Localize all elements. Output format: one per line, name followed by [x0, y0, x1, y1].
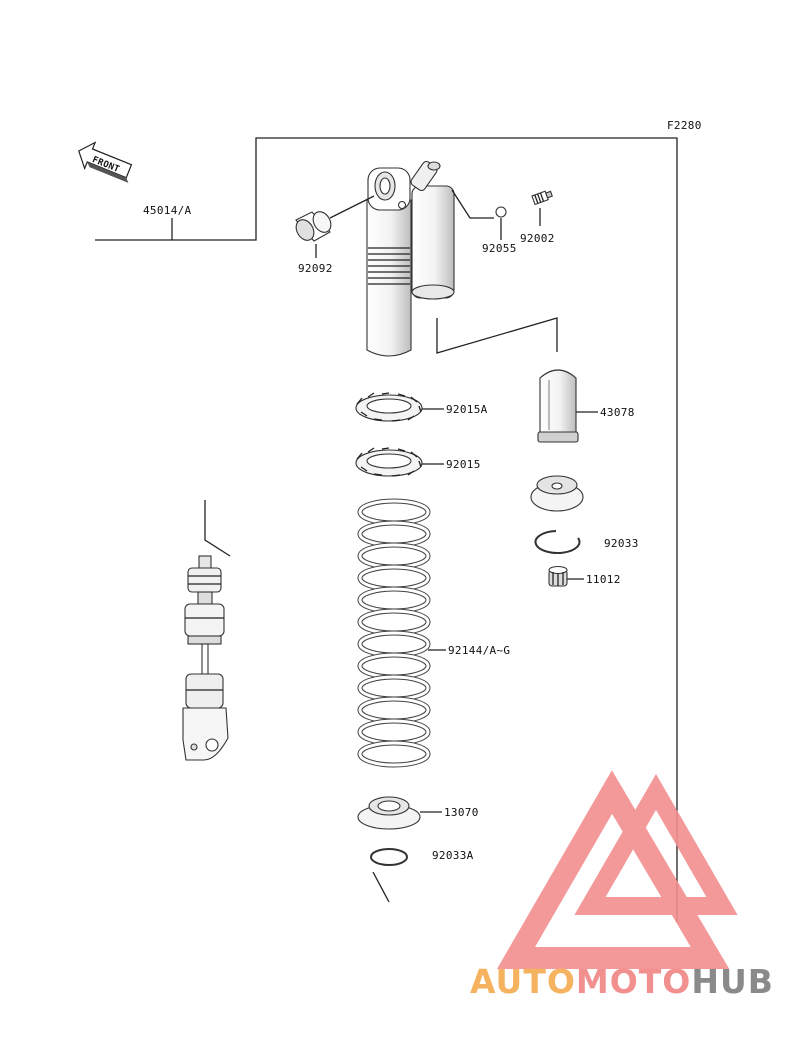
label-43078: 43078 [600, 406, 635, 419]
label-45014A: 45014/A [143, 204, 192, 217]
diagram-code: F2280 [667, 119, 702, 132]
label-13070: 13070 [444, 806, 479, 819]
leader-92055-hose [451, 189, 494, 219]
front-arrow-icon: FRONT [78, 141, 133, 183]
spring-guide-13070 [357, 796, 421, 830]
reservoir-cap [530, 475, 584, 512]
body-threads [368, 247, 410, 285]
valve-92002 [531, 190, 553, 206]
circlip-92033 [534, 530, 581, 554]
locknut-92015A [355, 392, 423, 422]
damper-leader [204, 500, 231, 557]
leader-92092-a [329, 195, 375, 219]
assembly-bracket-line [95, 137, 678, 922]
label-92092: 92092 [298, 262, 333, 275]
circlip-92033A [370, 848, 408, 866]
label-92015: 92015 [446, 458, 481, 471]
watermark-part-hub: HUB [691, 962, 774, 1001]
nut-92015 [355, 447, 423, 477]
bladder-bracket-line [436, 317, 558, 354]
watermark-logo-icon [496, 770, 738, 969]
label-92033A: 92033A [432, 849, 474, 862]
oring-92055 [495, 206, 507, 218]
watermark-text: AUTOMOTOHUB [470, 962, 774, 1001]
cap-11012 [548, 565, 568, 587]
bushing-92092 [295, 211, 332, 242]
label-92002: 92002 [520, 232, 555, 245]
leader-92033A-tail [372, 871, 390, 903]
bladder-43078 [537, 369, 579, 443]
shock-body [366, 160, 455, 357]
label-92015A: 92015A [446, 403, 488, 416]
label-11012: 11012 [586, 573, 621, 586]
watermark-part-auto: AUTO [470, 962, 576, 1001]
label-92055: 92055 [482, 242, 517, 255]
spring-92144 [357, 498, 431, 768]
watermark-part-moto: MOTO [575, 962, 692, 1001]
label-92033: 92033 [604, 537, 639, 550]
damper-rod-assembly [182, 555, 229, 761]
label-92144: 92144/A~G [448, 644, 510, 657]
